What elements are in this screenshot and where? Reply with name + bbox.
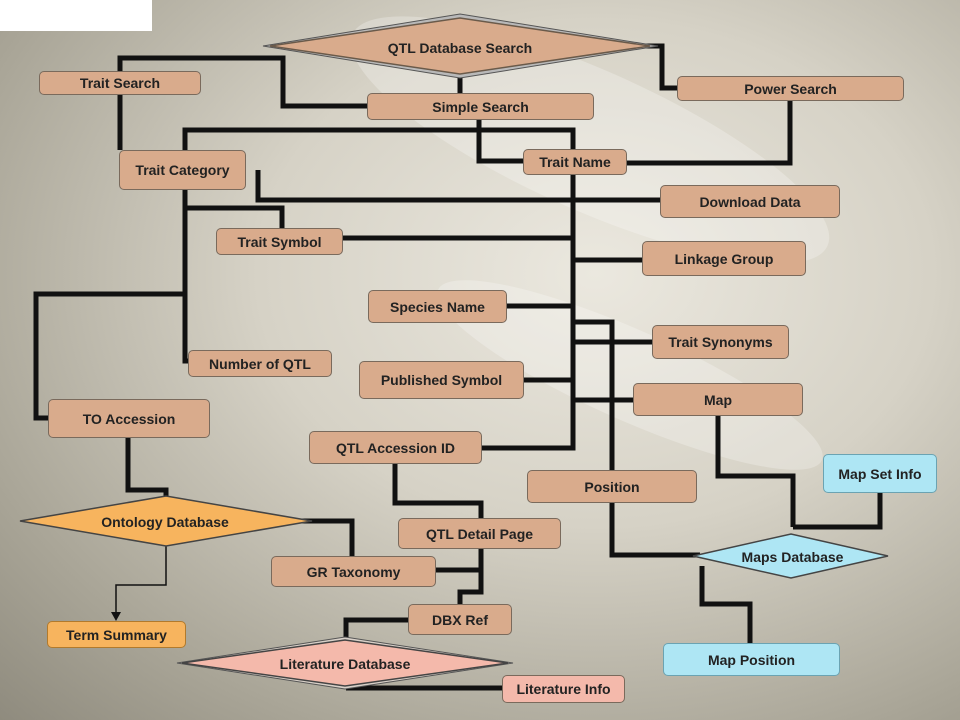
maps-database-label[interactable]: Maps Database <box>741 549 844 565</box>
gr-taxonomy-node[interactable]: GR Taxonomy <box>271 556 436 587</box>
corner-patch <box>0 0 152 31</box>
map-node[interactable]: Map <box>633 383 803 416</box>
literature-database-diamond <box>181 639 509 687</box>
literature-info-node[interactable]: Literature Info <box>502 675 625 703</box>
qtl-database-search-label[interactable]: QTL Database Search <box>387 40 533 56</box>
trait-name-node[interactable]: Trait Name <box>523 149 627 175</box>
connector <box>482 170 576 451</box>
connector <box>627 99 793 166</box>
connector <box>457 549 484 605</box>
arrow-head-icon <box>111 612 121 621</box>
trait-symbol-node[interactable]: Trait Symbol <box>216 228 343 255</box>
ontology-database-diamond <box>19 495 313 547</box>
connector <box>476 116 523 164</box>
connector <box>609 500 700 558</box>
published-symbol-node[interactable]: Published Symbol <box>359 361 524 399</box>
connector <box>343 617 408 638</box>
term-summary-node[interactable]: Term Summary <box>47 621 186 648</box>
number-of-qtl-node[interactable]: Number of QTL <box>188 350 332 377</box>
power-search-node[interactable]: Power Search <box>677 76 904 101</box>
species-name-node[interactable]: Species Name <box>368 290 507 323</box>
connector <box>182 185 192 364</box>
connector <box>117 55 367 109</box>
download-data-node[interactable]: Download Data <box>660 185 840 218</box>
qtl-database-search-diamond <box>269 17 651 75</box>
connector <box>392 464 484 518</box>
to-accession-node[interactable]: TO Accession <box>48 399 210 438</box>
connector <box>715 416 796 527</box>
qtl-accession-id-node[interactable]: QTL Accession ID <box>309 431 482 464</box>
trait-search-node[interactable]: Trait Search <box>39 71 201 95</box>
position-node[interactable]: Position <box>527 470 697 503</box>
connector <box>290 518 355 560</box>
ontology-database-label[interactable]: Ontology Database <box>101 514 229 530</box>
simple-search-node[interactable]: Simple Search <box>367 93 594 120</box>
linkage-group-node[interactable]: Linkage Group <box>642 241 806 276</box>
trait-synonyms-node[interactable]: Trait Synonyms <box>652 325 789 359</box>
trait-category-node[interactable]: Trait Category <box>119 150 246 190</box>
arrow-line <box>115 545 167 618</box>
connector <box>699 566 753 643</box>
qtl-detail-page-node[interactable]: QTL Detail Page <box>398 518 561 549</box>
maps-database-diamond <box>692 533 889 579</box>
literature-database-label[interactable]: Literature Database <box>279 656 411 672</box>
connector <box>185 205 285 230</box>
connector <box>255 170 660 203</box>
dbx-ref-node[interactable]: DBX Ref <box>408 604 512 635</box>
connector <box>793 493 883 530</box>
map-position-node[interactable]: Map Position <box>663 643 840 676</box>
connector <box>640 43 680 91</box>
map-set-info-node[interactable]: Map Set Info <box>823 454 937 493</box>
connector <box>573 319 615 470</box>
connector <box>125 438 169 500</box>
connector <box>33 291 185 421</box>
